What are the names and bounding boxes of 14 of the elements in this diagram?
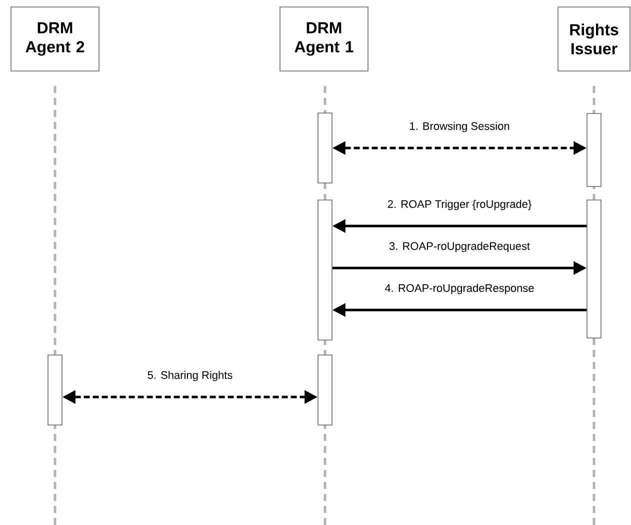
activation-bar (586, 200, 602, 338)
message-label: 1. Browsing Session (408, 120, 511, 134)
participant-box: DRM Agent 1 (280, 6, 368, 72)
activation-bar (48, 354, 62, 426)
activation-bar (318, 354, 332, 426)
participant-box: DRM Agent 2 (10, 6, 100, 72)
activation-bar (318, 200, 332, 340)
message-label: 5. Sharing Rights (146, 370, 234, 382)
activation-bar (318, 112, 332, 184)
activation-bar (586, 113, 602, 187)
participant-box: Rights Issuer (558, 6, 630, 72)
message-label: 3. ROAP-roUpgradeRequest (388, 240, 532, 254)
message-label: 2. ROAP Trigger {roUpgrade} (386, 198, 533, 212)
message-label: 4. ROAP-roUpgradeResponse (384, 282, 536, 296)
